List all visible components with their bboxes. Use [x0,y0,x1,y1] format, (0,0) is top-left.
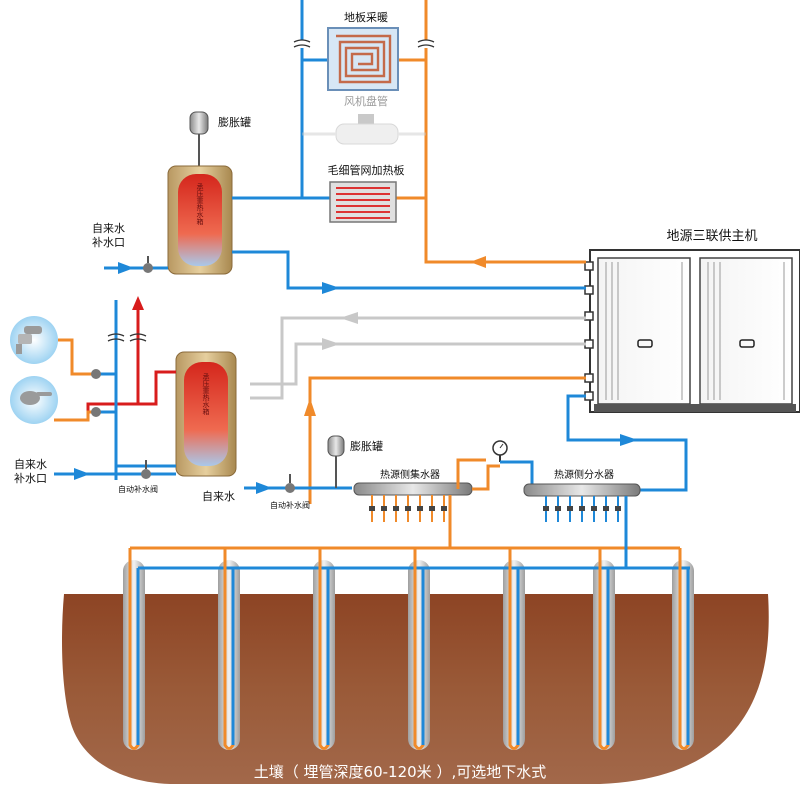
dhw-mix-valve-2 [91,407,101,417]
upper-tap-water-label-2: 补水口 [92,236,125,249]
mid-tap-water-label: 自来水 [202,490,235,503]
mid-expansion-tank [327,435,345,488]
upper-storage-tank: 承压重热水箱 [167,165,233,275]
arrow-gray-1 [340,312,358,324]
borehole-6 [593,560,615,750]
arrow-upper-orange [470,256,486,268]
borehole-3 [313,560,335,750]
arrow-upper-blue [322,282,340,294]
lower-tank-text: 承压重热水箱 [202,372,210,416]
host-cabinet-left [597,257,691,405]
left-tap-water-label-2: 补水口 [14,472,47,485]
arrow-gray-2 [322,338,340,350]
floor-heating-panel [327,27,399,91]
soil-caption: 土壤（ 埋管深度60-120米 ）,可选地下水式 [254,763,546,781]
lower-storage-tank: 承压重热水箱 [175,351,237,477]
collector-manifold [353,482,473,522]
arrow-mid-inlet [256,482,272,494]
host-handle-right [739,339,755,348]
floor-heating-label: 地板采暖 [344,10,388,24]
collector-label: 热源侧集水器 [380,468,440,481]
distributor-manifold [523,483,641,522]
host-unit-label: 地源三联供主机 [666,229,757,244]
capillary-heating-panel [329,181,397,223]
faucet-icon [10,316,58,364]
mid-expansion-tank-label: 膨胀罐 [350,439,383,453]
mid-auto-valve-label: 自动补水阀 [270,500,310,510]
borehole-2 [218,560,240,750]
arrow-upper-inlet [118,262,134,274]
borehole-5 [503,560,525,750]
host-handle-left [637,339,653,348]
upper-expansion-tank [189,111,209,170]
fan-coil-unit [302,114,426,145]
upper-tank-text: 承压重热水箱 [196,182,204,226]
pressure-gauge-icon [492,440,508,462]
capillary-panel-label: 毛细管网加热板 [328,163,405,177]
pipe-break-marks [293,39,435,48]
arrow-orange-up [304,398,316,416]
borehole-4 [408,560,430,750]
borehole-7 [672,560,694,750]
upper-inlet-valve [143,256,153,273]
distributor-label: 热源侧分水器 [554,468,614,481]
dhw-pipe-breaks [107,333,147,342]
ground-loops [128,546,690,750]
arrow-left-inlet [74,468,90,480]
upper-tap-water-label-1: 自来水 [92,222,125,235]
dhw-mix-valve-1 [91,369,101,379]
host-cabinet-right [699,257,793,405]
fan-coil-label: 风机盘管 [344,94,388,108]
mid-auto-valve [285,474,295,493]
left-auto-valve-label: 自动补水阀 [118,484,158,494]
arrow-red-up [132,296,144,310]
upper-expansion-tank-label: 膨胀罐 [218,115,251,129]
shower-head-icon [10,376,58,424]
left-auto-valve [141,460,151,479]
left-tap-water-label-1: 自来水 [14,458,47,471]
host-unit [584,249,800,413]
arrow-right-blue [620,434,638,446]
borehole-1 [123,560,145,750]
